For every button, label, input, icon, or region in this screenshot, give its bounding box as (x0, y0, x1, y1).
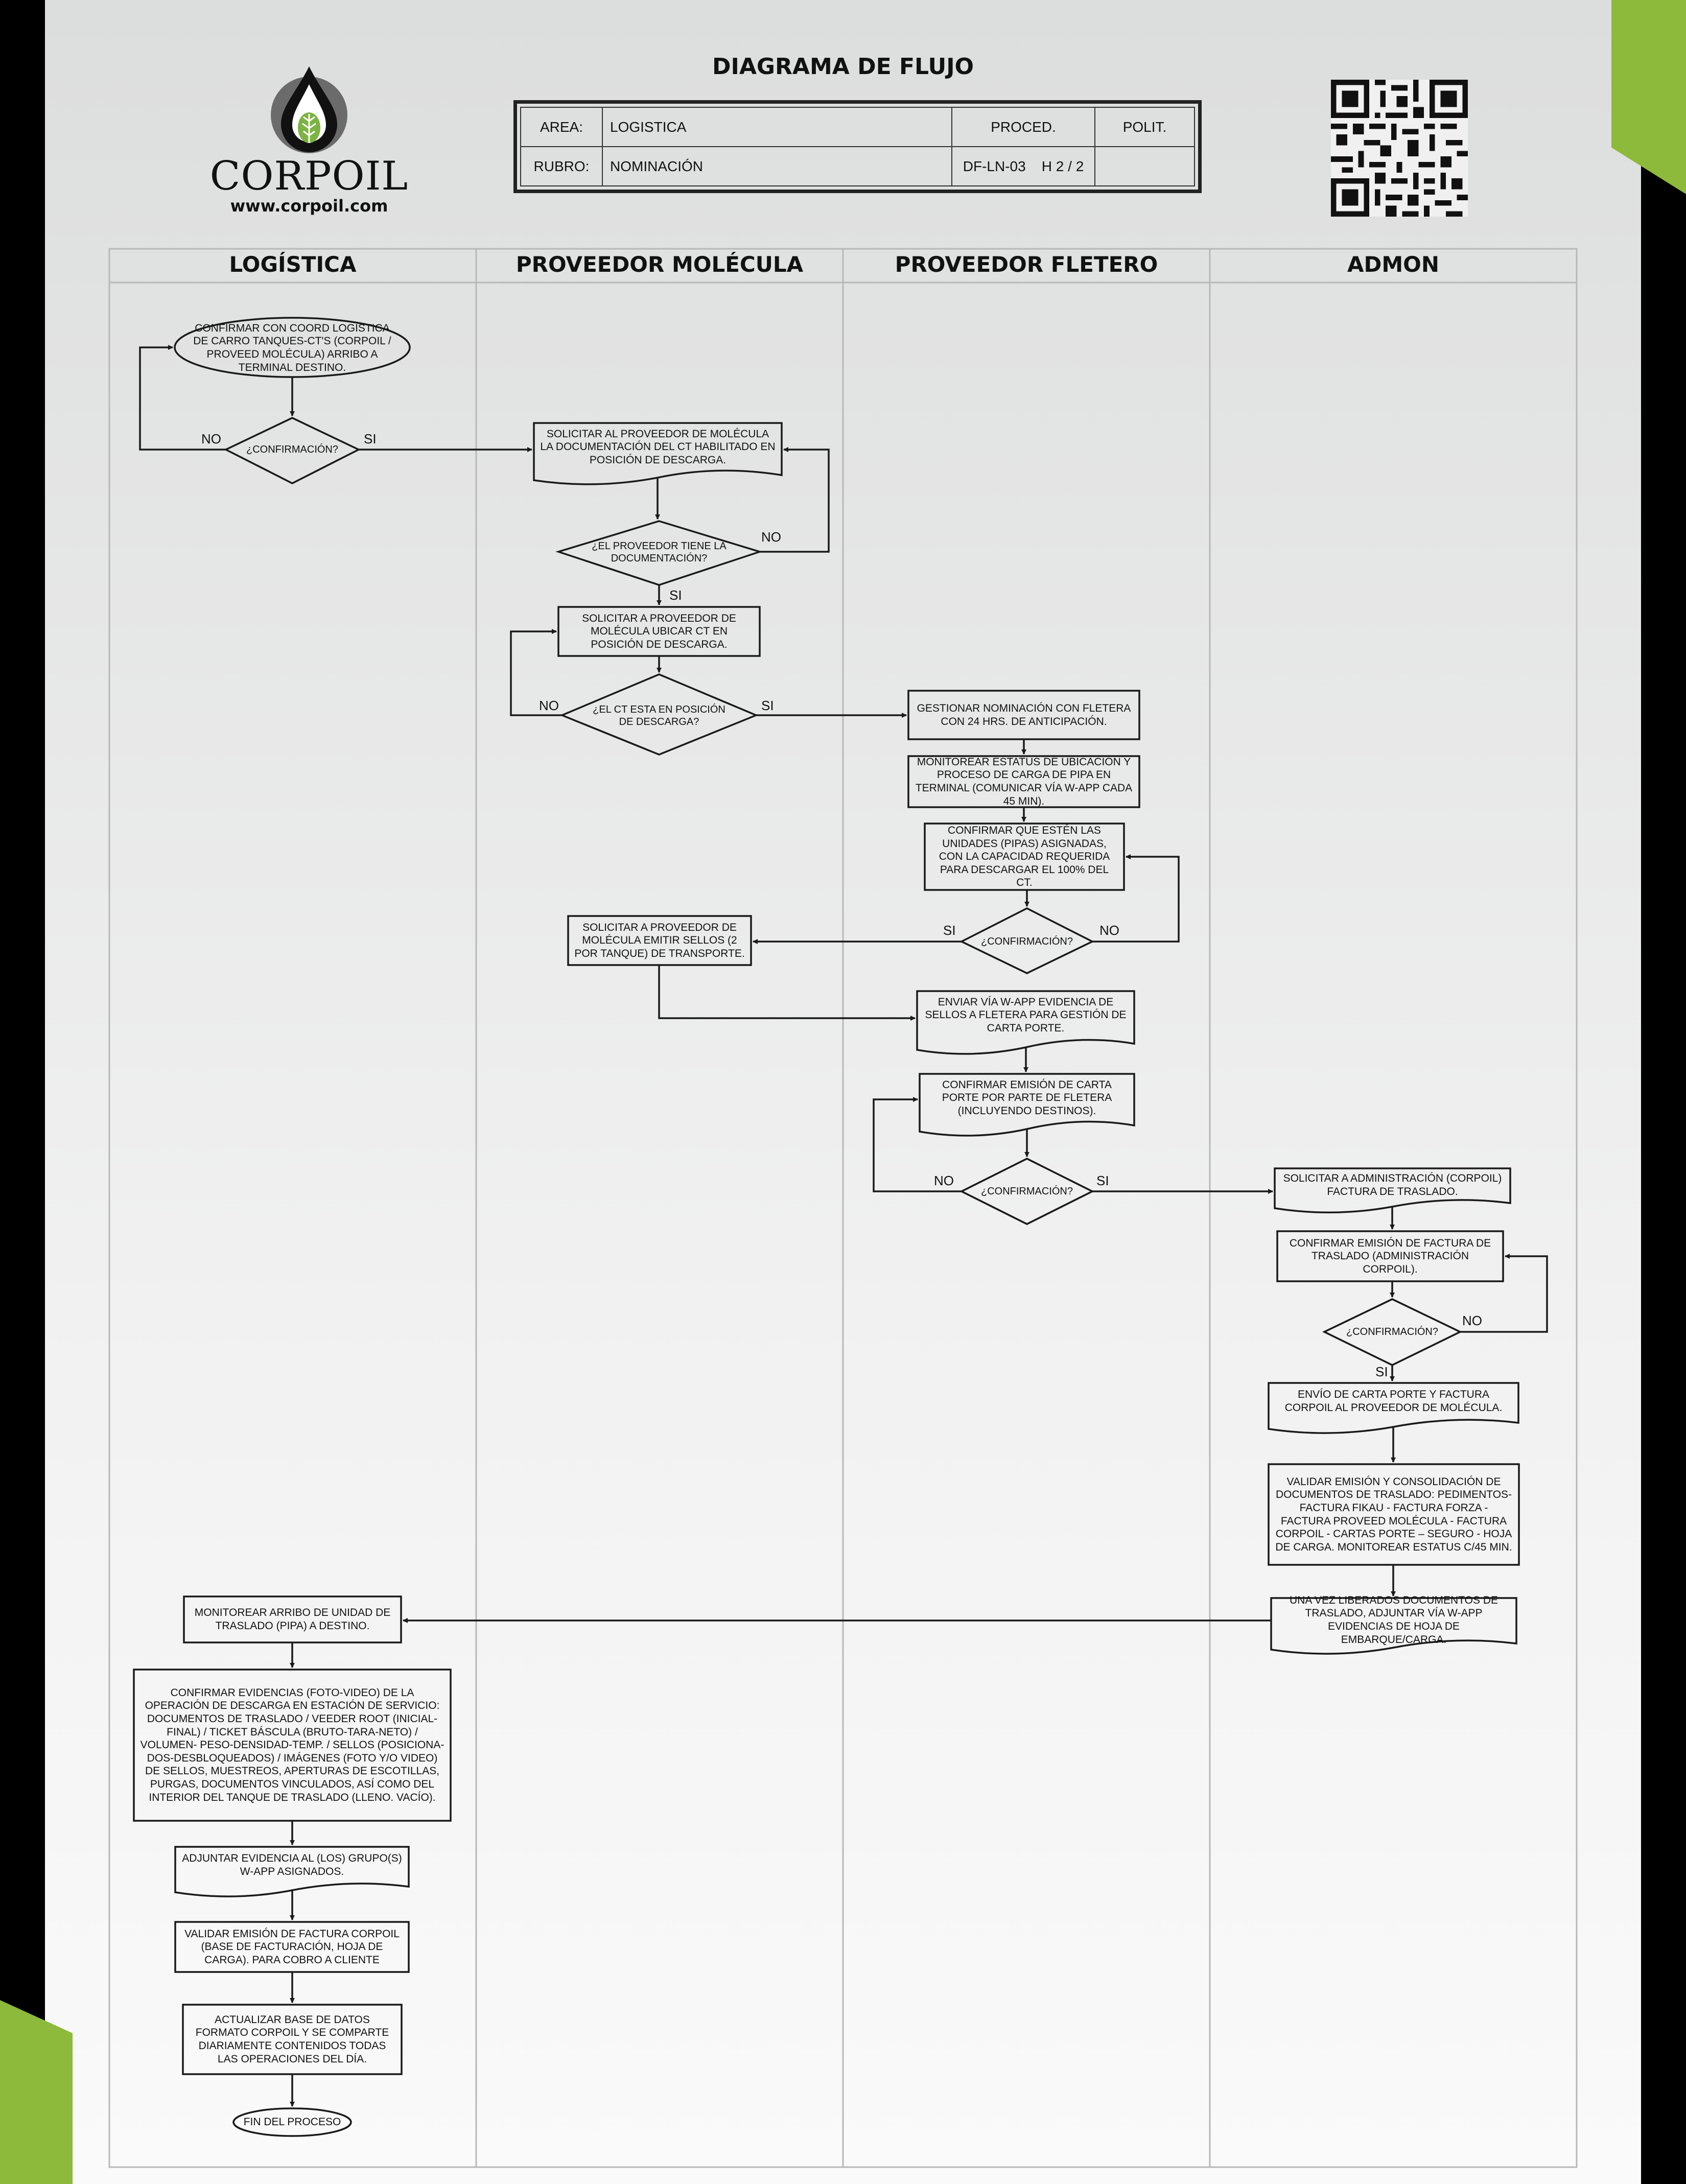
polit-label: POLIT. (1094, 107, 1195, 147)
decision-d1 (224, 417, 361, 484)
node-n10-text: SOLICITAR A ADMINISTRACIÓN (CORPOIL) FAC… (1283, 1172, 1502, 1197)
document-n8 (916, 990, 1135, 1055)
document-n17 (174, 1846, 410, 1897)
swimlane-grid (108, 248, 1578, 2168)
label-d3-si: SI (761, 698, 774, 713)
area-label: AREA: (520, 107, 603, 147)
page-title: DIAGRAMA DE FLUJO (712, 54, 974, 80)
node-n4-text: GESTIONAR NOMINACIÓN CON FLETERA CON 24 … (917, 702, 1131, 727)
procedure-code: DF-LN-03 (963, 158, 1026, 174)
node-n15-text: MONITOREAR ARRIBO DE UNIDAD DE TRASLADO … (194, 1607, 391, 1632)
decision-d6-text: ¿CONFIRMACIÓN? (1346, 1326, 1438, 1337)
lane-header-logistica: LOGÍSTICA (229, 252, 357, 277)
node-n19-text: ACTUALIZAR BASE DE DATOS FORMATO CORPOIL… (195, 2013, 389, 2065)
label-d4-no: NO (1099, 923, 1119, 938)
label-d6-si: SI (1375, 1364, 1388, 1379)
decision-d1-text: ¿CONFIRMACIÓN? (246, 443, 338, 455)
decision-d3-text: ¿EL CT ESTA EN POSICIÓN DE DESCARGA? (593, 703, 725, 727)
decision-d5-text: ¿CONFIRMACIÓN? (981, 1185, 1073, 1197)
polit-value (1094, 146, 1195, 186)
label-d5-no: NO (934, 1173, 954, 1188)
area-value: LOGISTICA (602, 107, 952, 147)
qr-code-icon (1331, 80, 1468, 217)
proced-label: PROCED. (951, 107, 1095, 147)
document-n14 (1270, 1597, 1517, 1655)
document-n10 (1274, 1167, 1511, 1214)
label-d5-si: SI (1096, 1173, 1109, 1188)
process-n6 (924, 823, 1125, 891)
sheet-number: H 2 / 2 (1041, 158, 1084, 174)
lane-header-proveedor-molecula: PROVEEDOR MOLÉCULA (516, 252, 804, 277)
corpoil-drop-logo-icon (271, 66, 347, 153)
lane-header-proveedor-fletero: PROVEEDOR FLETERO (895, 252, 1158, 277)
node-n16-text: CONFIRMAR EVIDENCIAS (FOTO-VIDEO) DE LA … (140, 1686, 444, 1803)
node-n18-text: VALIDAR EMISIÓN DE FACTURA CORPOIL (BASE… (184, 1928, 400, 1966)
node-n5-text: MONITOREAR ESTATUS DE UBICACIÓN Y PROCES… (915, 756, 1133, 807)
decision-d2-text: ¿EL PROVEEDOR TIENE LA DOCUMENTACIÓN? (592, 540, 727, 564)
lane-header-admon: ADMON (1347, 252, 1440, 277)
document-n12 (1268, 1382, 1519, 1434)
logo-url: www.corpoil.com (230, 196, 388, 216)
node-n3-text: SOLICITAR A PROVEEDOR DE MOLÉCULA UBICAR… (582, 612, 736, 650)
arrow-d3-no-loop (510, 629, 562, 716)
label-d3-no: NO (539, 698, 559, 713)
node-n2-text: SOLICITAR AL PROVEEDOR DE MOLÉCULA LA DO… (540, 428, 776, 466)
node-n11-text: CONFIRMAR EMISIÓN DE FACTURA DE TRASLADO… (1289, 1237, 1491, 1275)
node-n8-text: ENVIAR VÍA W-APP EVIDENCIA DE SELLOS A F… (925, 996, 1127, 1034)
node-n7-text: SOLICITAR A PROVEEDOR DE MOLÉCULA EMITIR… (574, 921, 745, 959)
node-n12-text: ENVÍO DE CARTA PORTE Y FACTURA CORPOIL A… (1284, 1389, 1503, 1414)
document-n9 (919, 1073, 1135, 1137)
decision-d3 (559, 673, 759, 756)
node-end-text: FIN DEL PROCESO (243, 2116, 341, 2128)
decision-d5 (959, 1158, 1094, 1225)
label-d2-si: SI (669, 588, 682, 603)
arrow-d1-no-loop (139, 345, 226, 451)
arrow-d4-no-loop (1092, 854, 1180, 943)
arrow-d5-no-loop (873, 1097, 962, 1192)
rubro-value: NOMINACIÓN (602, 146, 952, 186)
logo-wordmark: CORPOIL (209, 153, 409, 199)
node-n9-text: CONFIRMAR EMISIÓN DE CARTA PORTE POR PAR… (942, 1078, 1112, 1117)
node-n13-text: VALIDAR EMISIÓN Y CONSOLIDACIÓN DE DOCUM… (1275, 1475, 1512, 1553)
corner-accent-bottom-left (0, 2000, 73, 2184)
procedure-code-cell: DF-LN-03 H 2 / 2 (951, 146, 1095, 186)
arrow-d2-no-loop (760, 447, 830, 553)
header-info-table: AREA: LOGISTICA PROCED. POLIT. RUBRO: NO… (513, 100, 1202, 193)
decision-d4 (959, 907, 1094, 974)
node-start-text: CONFIRMAR CON COORD LOGÍSTICA DE CARRO T… (193, 322, 391, 373)
end-ellipse (232, 2107, 352, 2137)
label-d2-no: NO (761, 529, 781, 545)
label-d1-si: SI (364, 431, 377, 447)
node-n17-text: ADJUNTAR EVIDENCIA AL (LOS) GRUPO(S) W-A… (182, 1852, 402, 1877)
label-d1-no: NO (201, 431, 221, 447)
decision-d4-text: ¿CONFIRMACIÓN? (981, 935, 1073, 947)
node-n14-text: UNA VEZ LIBERADOS DOCUMENTOS DE TRASLADO… (1289, 1594, 1498, 1646)
label-d4-si: SI (943, 923, 956, 938)
arrow-n7-n8 (658, 965, 916, 1021)
node-n6-text: CONFIRMAR QUE ESTÉN LAS UNIDADES (PIPAS)… (939, 824, 1110, 889)
rubro-label: RUBRO: (520, 146, 603, 186)
label-d6-no: NO (1462, 1313, 1482, 1328)
arrow-d6-no-loop (1460, 1254, 1548, 1333)
document-n2 (533, 422, 783, 485)
process-n11 (1276, 1230, 1504, 1282)
